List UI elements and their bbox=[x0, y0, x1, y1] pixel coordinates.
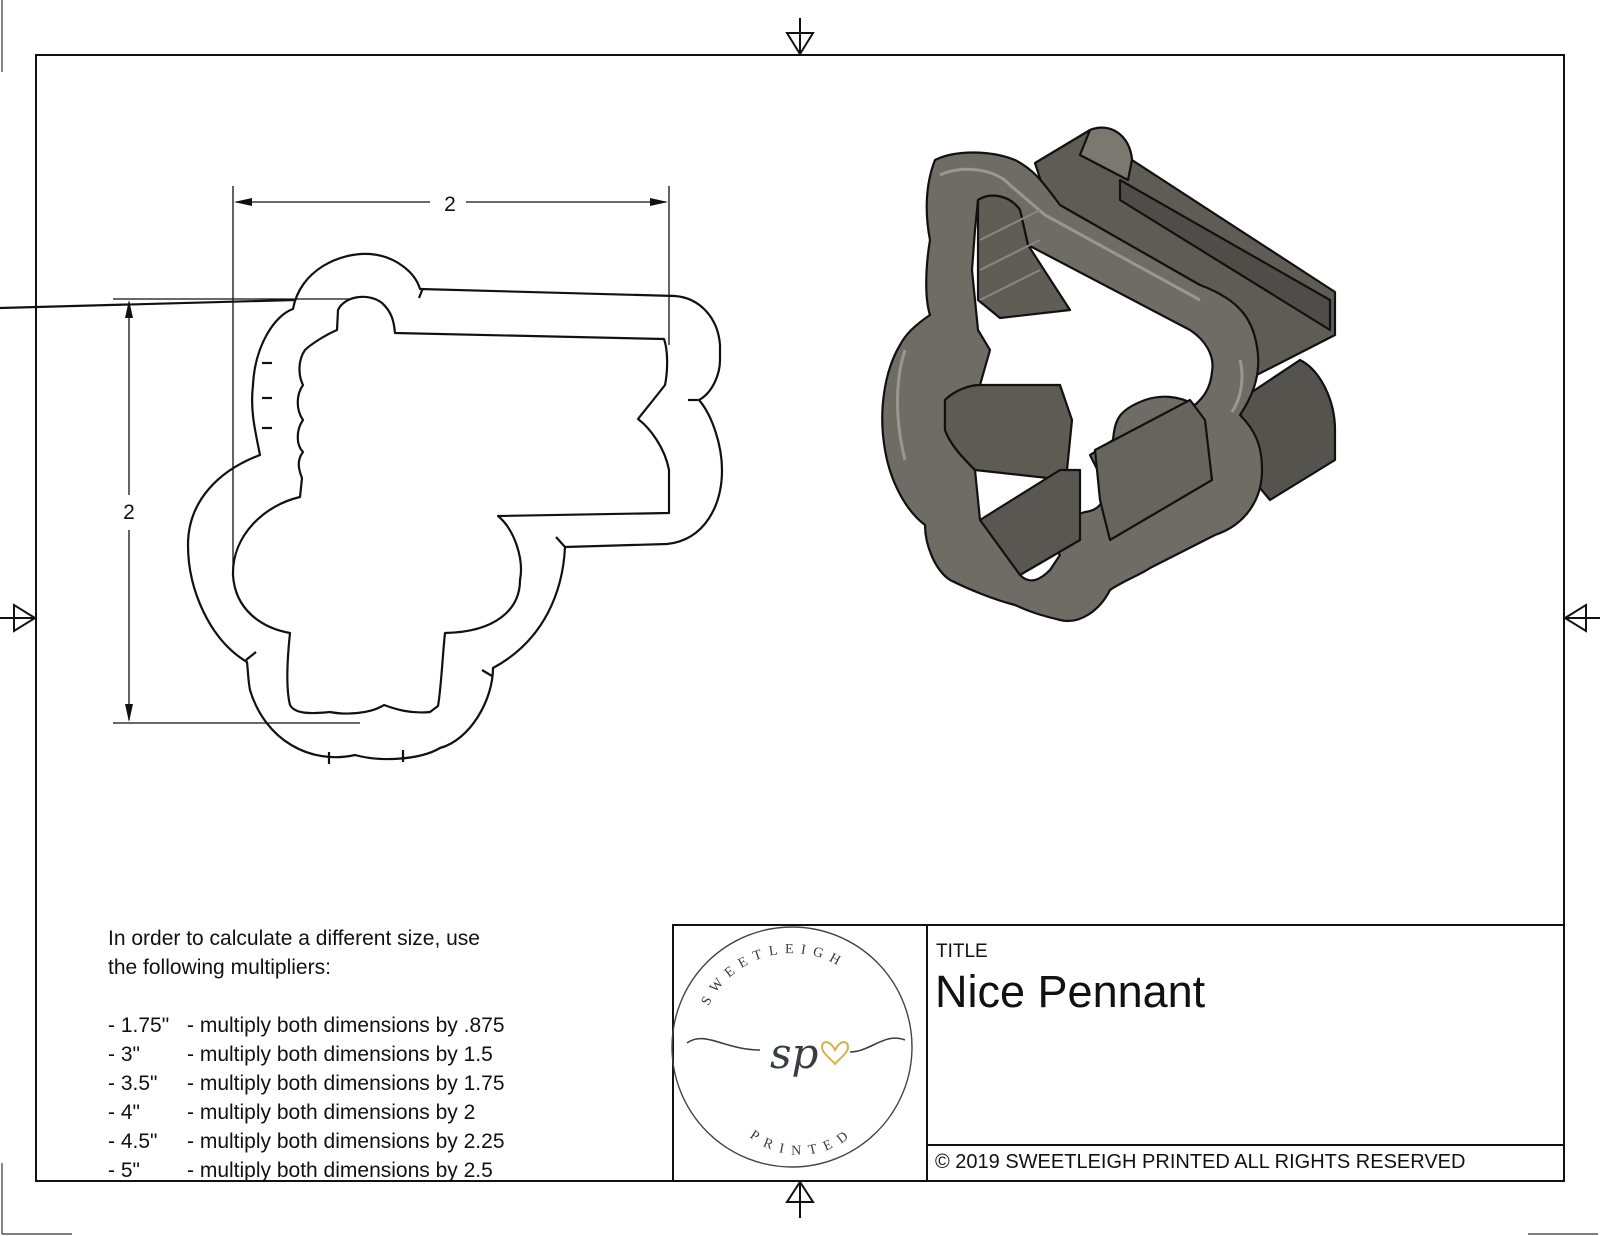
multiplier-row: - 3" - multiply both dimensions by 1.5 bbox=[108, 1040, 505, 1069]
multiplier-text: - multiply both dimensions by 2 bbox=[187, 1101, 476, 1124]
title-block-frame bbox=[672, 924, 1565, 1182]
multiplier-text: - multiply both dimensions by 2.5 bbox=[187, 1159, 493, 1182]
heart-icon bbox=[820, 1041, 850, 1066]
cutter-outline-2d bbox=[0, 252, 724, 764]
multiplier-list: - 1.75" - multiply both dimensions by .87… bbox=[108, 1011, 505, 1185]
multiplier-row: - 1.75" - multiply both dimensions by .87… bbox=[108, 1011, 505, 1040]
multiplier-text: - multiply both dimensions by 1.5 bbox=[187, 1043, 493, 1066]
center-marker-left bbox=[0, 603, 37, 633]
multiplier-size: - 4.5" bbox=[108, 1130, 158, 1153]
multiplier-size: - 1.75" bbox=[108, 1014, 170, 1037]
cutter-render-3d bbox=[881, 126, 1337, 623]
height-dimension-label: 2 bbox=[123, 501, 135, 524]
multiplier-text: - multiply both dimensions by 1.75 bbox=[187, 1072, 505, 1095]
multiplier-size: - 3.5" bbox=[108, 1072, 158, 1095]
center-marker-top bbox=[785, 18, 815, 56]
multiplier-size: - 4" bbox=[108, 1101, 140, 1124]
size-multiplier-notes: In order to calculate a different size, … bbox=[108, 924, 505, 1185]
logo-top-text: SWEETLEIGH bbox=[699, 942, 842, 1008]
center-marker-right bbox=[1563, 603, 1600, 633]
drawing-title: Nice Pennant bbox=[935, 966, 1206, 1017]
logo-bottom-text: PRINTED bbox=[747, 1124, 850, 1158]
multiplier-text: - multiply both dimensions by .875 bbox=[187, 1014, 505, 1037]
multiplier-size: - 3" bbox=[108, 1043, 140, 1066]
svg-text:PRINTED: PRINTED bbox=[747, 1124, 858, 1158]
logo-monogram: sp bbox=[770, 1029, 818, 1078]
svg-text:SWEETLEIGH: SWEETLEIGH bbox=[699, 942, 849, 1008]
multiplier-row: - 4.5" - multiply both dimensions by 2.25 bbox=[108, 1127, 505, 1156]
copyright-notice: © 2019 SWEETLEIGH PRINTED ALL RIGHTS RES… bbox=[935, 1151, 1466, 1173]
multiplier-row: - 5" - multiply both dimensions by 2.5 bbox=[108, 1156, 505, 1185]
width-dimension-label: 2 bbox=[444, 193, 456, 216]
multiplier-row: - 4" - multiply both dimensions by 2 bbox=[108, 1098, 505, 1127]
multiplier-row: - 3.5" - multiply both dimensions by 1.75 bbox=[108, 1069, 505, 1098]
dimension-lines bbox=[113, 186, 670, 724]
sweetleigh-logo: SWEETLEIGH PRINTED sp bbox=[671, 926, 913, 1168]
notes-intro: In order to calculate a different size, … bbox=[108, 927, 480, 979]
multiplier-text: - multiply both dimensions by 2.25 bbox=[187, 1130, 505, 1153]
center-marker-bottom bbox=[785, 1180, 815, 1218]
multiplier-size: - 5" bbox=[108, 1159, 140, 1182]
title-label: TITLE bbox=[936, 941, 988, 962]
